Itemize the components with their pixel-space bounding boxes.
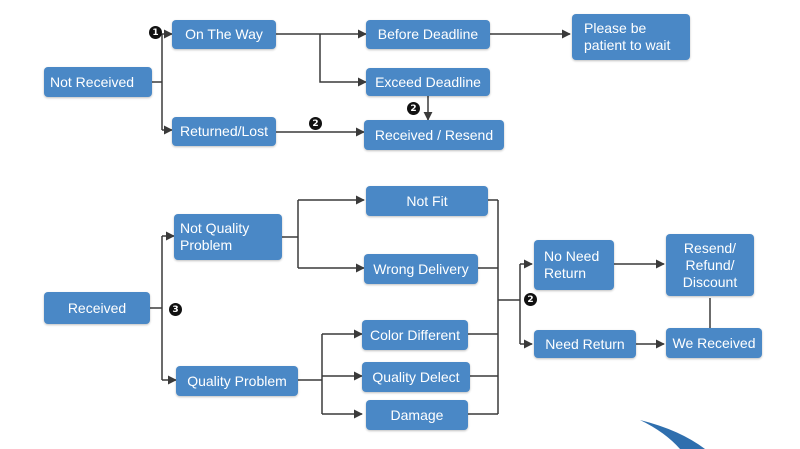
node-received: Received <box>44 292 150 324</box>
step-badge-1: 1 <box>149 26 162 39</box>
node-not-received: Not Received <box>44 67 152 97</box>
node-resend-refund-discount: Resend/ Refund/ Discount <box>666 234 754 296</box>
step-badge-2-mid: 2 <box>407 102 420 115</box>
node-we-received: We Received <box>666 328 762 358</box>
node-please-wait: Please be patient to wait <box>572 14 690 60</box>
node-wrong-delivery: Wrong Delivery <box>364 254 478 284</box>
node-not-fit: Not Fit <box>366 186 488 216</box>
step-badge-3: 3 <box>169 303 182 316</box>
step-badge-2-low: 2 <box>524 293 537 306</box>
node-color-different: Color Different <box>362 320 468 350</box>
decorative-swoosh <box>640 420 705 449</box>
node-quality-problem: Quality Problem <box>176 366 298 396</box>
node-quality-defect: Quality Delect <box>362 362 470 392</box>
node-exceed-deadline: Exceed Deadline <box>366 68 490 96</box>
node-need-return: Need Return <box>534 330 636 358</box>
node-no-need-return: No Need Return <box>534 240 614 290</box>
node-before-deadline: Before Deadline <box>366 20 490 49</box>
node-damage: Damage <box>366 400 468 430</box>
connector-on-the-way-to-exceed <box>319 34 367 87</box>
node-returned-lost: Returned/Lost <box>172 117 276 146</box>
node-not-quality-problem: Not Quality Problem <box>174 214 282 260</box>
node-received-resend: Received / Resend <box>364 120 504 150</box>
node-on-the-way: On The Way <box>172 20 276 49</box>
step-badge-2-top: 2 <box>309 117 322 130</box>
